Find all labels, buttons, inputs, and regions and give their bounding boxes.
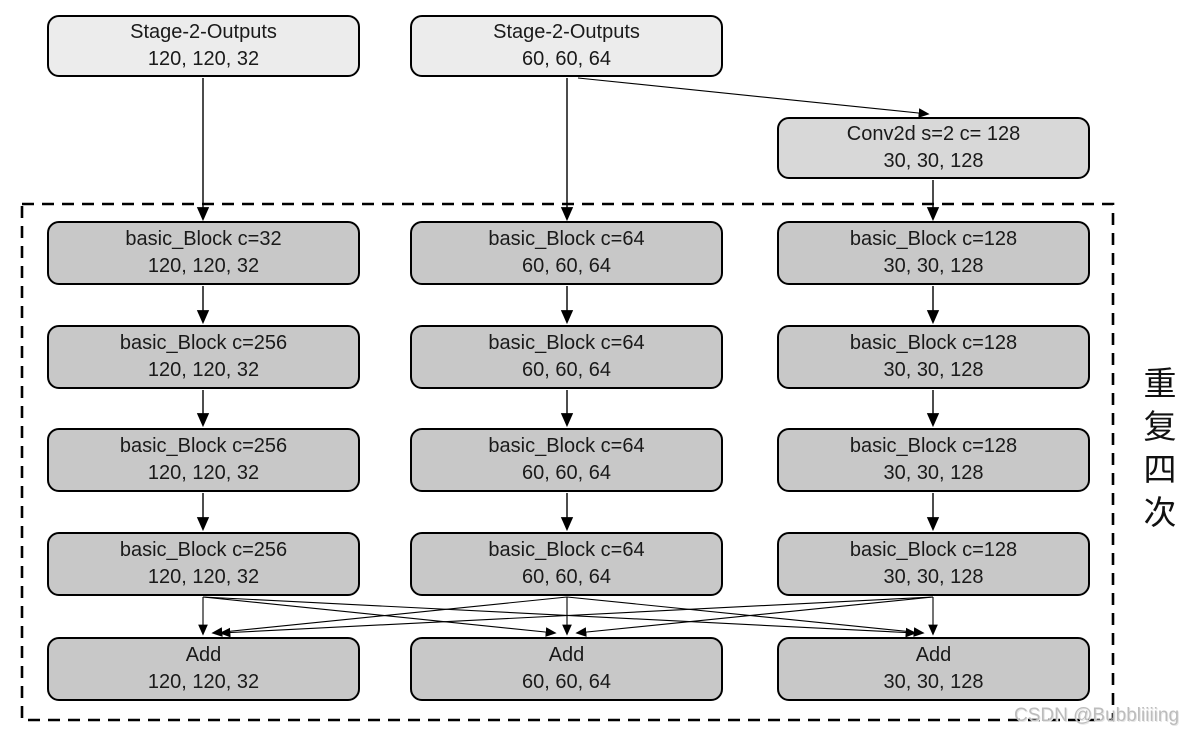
block-title: basic_Block c=256	[119, 332, 288, 354]
block-shape: 120, 120, 32	[147, 48, 260, 70]
basic-block-box: basic_Block c=256 120, 120, 32	[47, 428, 360, 492]
block-title: basic_Block c=64	[488, 539, 645, 561]
block-shape: 60, 60, 64	[522, 462, 611, 484]
conv2d-box: Conv2d s=2 c= 128 30, 30, 128	[777, 117, 1090, 179]
block-title: basic_Block c=64	[488, 332, 645, 354]
block-shape: 60, 60, 64	[522, 48, 611, 70]
block-shape: 60, 60, 64	[522, 671, 611, 693]
block-title: Stage-2-Outputs	[130, 21, 277, 43]
block-title: basic_Block c=64	[488, 435, 645, 457]
block-shape: 120, 120, 32	[147, 255, 260, 277]
basic-block-box: basic_Block c=128 30, 30, 128	[777, 428, 1090, 492]
stage-2-outputs-box-1: Stage-2-Outputs 120, 120, 32	[47, 15, 360, 77]
add-box: Add 30, 30, 128	[777, 637, 1090, 701]
arrow	[202, 596, 917, 638]
block-shape: 120, 120, 32	[147, 462, 260, 484]
block-shape: 120, 120, 32	[147, 671, 260, 693]
block-shape: 120, 120, 32	[147, 359, 260, 381]
arrow	[211, 596, 568, 637]
block-title: basic_Block c=128	[849, 228, 1018, 250]
basic-block-box: basic_Block c=64 60, 60, 64	[410, 325, 723, 389]
block-title: basic_Block c=64	[488, 228, 645, 250]
block-shape: 30, 30, 128	[883, 150, 984, 172]
basic-block-box: basic_Block c=128 30, 30, 128	[777, 221, 1090, 285]
basic-block-box: basic_Block c=256 120, 120, 32	[47, 325, 360, 389]
basic-block-box: basic_Block c=32 120, 120, 32	[47, 221, 360, 285]
block-title: basic_Block c=128	[849, 435, 1018, 457]
block-title: Add	[185, 644, 222, 666]
basic-block-box: basic_Block c=128 30, 30, 128	[777, 325, 1090, 389]
block-shape: 30, 30, 128	[883, 255, 984, 277]
block-title: basic_Block c=128	[849, 539, 1018, 561]
basic-block-box: basic_Block c=64 60, 60, 64	[410, 532, 723, 596]
repeat-four-times-label: 重复四次	[1139, 366, 1176, 538]
basic-block-box: basic_Block c=64 60, 60, 64	[410, 428, 723, 492]
block-title: basic_Block c=256	[119, 435, 288, 457]
arrow	[202, 596, 557, 637]
arrow-stage2-to-conv	[577, 77, 930, 118]
basic-block-box: basic_Block c=64 60, 60, 64	[410, 221, 723, 285]
fusion-arrows	[198, 596, 938, 638]
block-title: Add	[548, 644, 585, 666]
basic-block-box: basic_Block c=128 30, 30, 128	[777, 532, 1090, 596]
basic-block-box: basic_Block c=256 120, 120, 32	[47, 532, 360, 596]
arrow	[575, 596, 934, 637]
arrow	[219, 596, 934, 638]
block-shape: 60, 60, 64	[522, 255, 611, 277]
block-title: basic_Block c=32	[125, 228, 282, 250]
block-shape: 60, 60, 64	[522, 566, 611, 588]
block-shape: 30, 30, 128	[883, 359, 984, 381]
block-title: Add	[915, 644, 952, 666]
add-box: Add 60, 60, 64	[410, 637, 723, 701]
block-shape: 30, 30, 128	[883, 566, 984, 588]
arrow	[566, 596, 925, 637]
block-shape: 30, 30, 128	[883, 462, 984, 484]
block-title: Conv2d s=2 c= 128	[846, 123, 1021, 145]
block-shape: 60, 60, 64	[522, 359, 611, 381]
csdn-watermark: CSDN @Bubbliiiing	[1014, 705, 1180, 726]
block-title: basic_Block c=128	[849, 332, 1018, 354]
add-box: Add 120, 120, 32	[47, 637, 360, 701]
block-title: Stage-2-Outputs	[493, 21, 640, 43]
block-title: basic_Block c=256	[119, 539, 288, 561]
block-shape: 120, 120, 32	[147, 566, 260, 588]
stage-2-outputs-box-2: Stage-2-Outputs 60, 60, 64	[410, 15, 723, 77]
block-shape: 30, 30, 128	[883, 671, 984, 693]
